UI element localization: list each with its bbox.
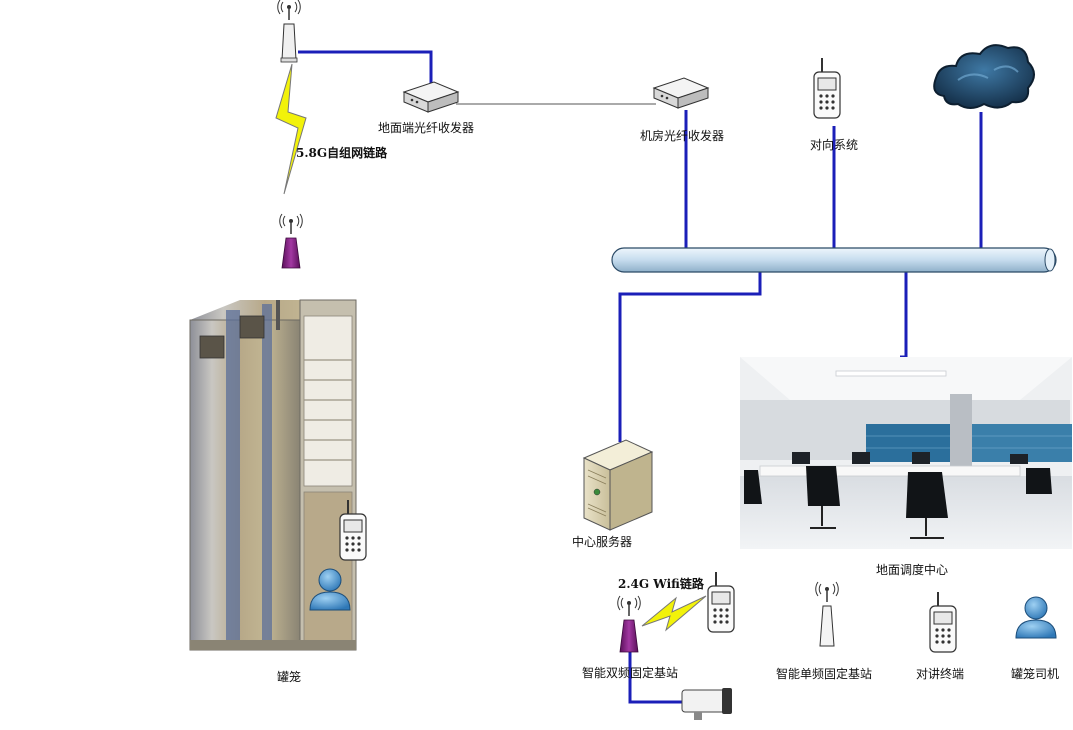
link-bus-dispatch	[900, 272, 908, 359]
ground-transceiver-label: 地面端光纤收发器	[378, 121, 475, 135]
cage-driver-label: 罐笼司机	[1011, 667, 1060, 681]
link-bus-server	[618, 272, 762, 442]
connection-lines	[298, 50, 983, 704]
transceiver-icon	[403, 81, 459, 113]
transceiver-icon	[653, 77, 709, 109]
station-antenna-icon	[616, 595, 642, 653]
cage-image	[189, 299, 357, 651]
user-icon	[1015, 596, 1057, 639]
cage-label: 罐笼	[277, 670, 302, 684]
server-icon	[582, 439, 654, 531]
camera-icon	[681, 688, 732, 720]
single-band-station-label: 智能单频固定基站	[776, 667, 873, 681]
walkie-phone-icon	[813, 57, 841, 119]
antenna-icon	[814, 581, 840, 647]
walkie-phone-icon	[707, 571, 735, 633]
room-transceiver-label: 机房光纤收发器	[640, 129, 725, 143]
link-58g-label: 5.8G自组网链路	[296, 146, 388, 160]
intercom-system-label: 对向系统	[810, 138, 859, 152]
walkie-phone-icon	[929, 591, 957, 653]
intercom-terminal-label: 对讲终端	[916, 667, 965, 681]
dispatch-center-label: 地面调度中心	[876, 563, 949, 577]
network-bus	[611, 247, 1057, 273]
lightning-icon	[275, 63, 307, 195]
station-antenna-icon	[278, 213, 304, 269]
dual-band-station-label: 智能双频固定基站	[582, 666, 679, 680]
central-server-label: 中心服务器	[572, 535, 633, 549]
link-24g-label: 2.4G Wifi链路	[618, 577, 704, 591]
antenna-icon	[276, 0, 302, 63]
dispatch-center-image	[740, 357, 1072, 549]
link-antenna-to-ground-transceiver	[298, 50, 433, 92]
cloud-icon	[933, 44, 1035, 109]
link-station-camera	[628, 652, 690, 704]
lightning-icon	[641, 595, 707, 632]
